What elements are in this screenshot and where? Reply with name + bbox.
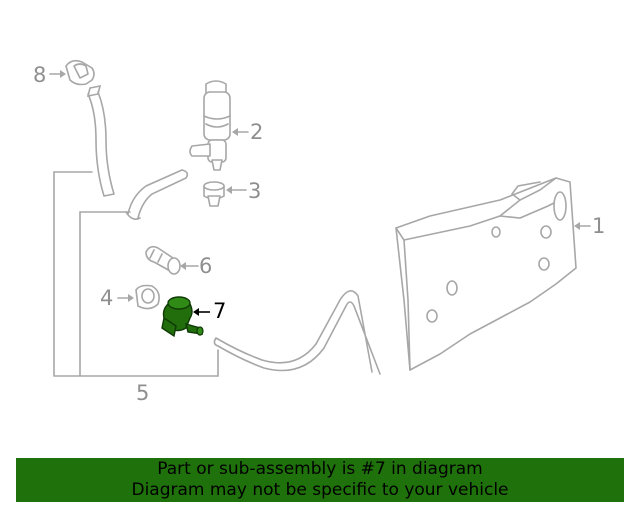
part-8-grommet[interactable]: [65, 59, 95, 86]
part-1-reservoir[interactable]: [395, 177, 577, 371]
part-4-clamp[interactable]: [135, 284, 160, 310]
hose-middle: [127, 169, 189, 219]
part-6-connector[interactable]: [145, 245, 181, 275]
callout-3: 3: [248, 179, 261, 203]
banner-line-part: Part or sub-assembly is #7 in diagram: [157, 459, 483, 479]
callout-7: 7: [213, 299, 226, 323]
part-3-grommet[interactable]: [203, 181, 225, 207]
callout-4: 4: [100, 286, 113, 310]
part-info-banner: Part or sub-assembly is #7 in diagram Di…: [16, 458, 624, 502]
part-2-washer-pump[interactable]: [189, 80, 231, 171]
banner-line-disclaimer: Diagram may not be specific to your vehi…: [131, 480, 509, 500]
parts-diagram: 8 2 3 1 6 4 7 5: [33, 59, 605, 405]
hose-upper-left: [87, 91, 115, 197]
callout-6: 6: [199, 254, 212, 278]
hose-end-cap: [86, 84, 102, 98]
leader-lines: [49, 70, 591, 316]
callout-5: 5: [136, 381, 149, 405]
callout-5-bracket: [53, 171, 219, 377]
part-7-valve-highlighted[interactable]: [161, 296, 204, 338]
callout-2: 2: [250, 120, 263, 144]
hose-long-lower: [213, 290, 381, 375]
callout-1: 1: [592, 214, 605, 238]
callout-8: 8: [33, 63, 46, 87]
